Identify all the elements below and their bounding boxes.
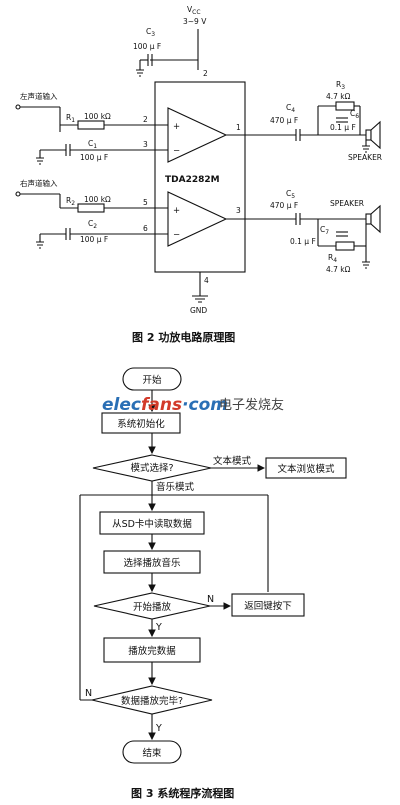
r4-label: R4 (328, 253, 337, 264)
r3-label: R3 (336, 80, 345, 91)
c3-label: C3 (146, 27, 155, 38)
svg-text:开始播放: 开始播放 (133, 601, 172, 613)
c2-label: C2 (88, 219, 97, 230)
right-input-label: 右声道输入 (20, 178, 58, 188)
svg-text:播放完数据: 播放完数据 (128, 645, 176, 657)
figure-2-caption: 图 2 功放电路原理图 (132, 330, 235, 344)
finished-n: N (85, 688, 92, 699)
r2-value: 100 kΩ (84, 195, 111, 204)
c3-value: 100 μ F (133, 42, 161, 51)
gnd-label: GND (190, 306, 207, 315)
svg-text:返回键按下: 返回键按下 (244, 600, 292, 612)
svg-text:−: − (173, 230, 180, 240)
r4-resistor (335, 241, 355, 251)
c7-label: C7 (320, 225, 329, 236)
figure-3-caption: 图 3 系统程序流程图 (131, 786, 234, 800)
speaker-top-icon (370, 120, 381, 150)
op-amp-top (167, 107, 228, 163)
c1-ground (36, 157, 44, 165)
finished-y: Y (155, 723, 162, 734)
pin-2-vcc: 2 (203, 69, 208, 78)
r4-value: 4.7 kΩ (326, 265, 351, 274)
pin-4: 4 (204, 276, 209, 285)
svg-text:+: + (173, 122, 180, 132)
c6-label: C6 (350, 109, 359, 120)
left-input-terminal (15, 104, 21, 110)
c4-label: C4 (286, 103, 295, 114)
c4-value: 470 μ F (270, 116, 298, 125)
flow-text-browse (265, 457, 347, 479)
r2-resistor (77, 203, 105, 213)
chip-name: TDA2282M (165, 175, 220, 185)
c1-label: C1 (88, 139, 97, 150)
right-input-terminal (15, 191, 21, 197)
speaker-bottom-icon (370, 204, 381, 234)
svg-text:+: + (173, 206, 180, 216)
r3-value: 4.7 kΩ (326, 92, 351, 101)
c5-label: C5 (286, 189, 295, 200)
gnd-symbol (192, 295, 208, 303)
elecfans-watermark: elecfans·com 电子发烧友 (102, 395, 284, 415)
svg-text:开始: 开始 (142, 374, 162, 386)
svg-text:从SD卡中读取数据: 从SD卡中读取数据 (112, 518, 192, 530)
pin-6-input: 6 (143, 224, 148, 233)
flow-init (101, 412, 181, 434)
music-mode-label: 音乐模式 (156, 481, 195, 493)
system-flowchart: 开始 elecfans·com 电子发烧友 系统初始化 模式选择? 文本模式 文… (79, 367, 347, 800)
pin-2-input: 2 (143, 115, 148, 124)
flow-return-key (231, 593, 305, 617)
c3-ground (136, 69, 144, 77)
c1-value: 100 μ F (80, 153, 108, 162)
c2-ground (36, 241, 44, 249)
pin-1-output: 1 (236, 123, 241, 132)
r1-label: R1 (66, 113, 75, 124)
svg-text:−: − (173, 146, 180, 156)
vcc-label: VCC (187, 5, 201, 16)
c7-value: 0.1 μ F (290, 237, 316, 246)
speaker-bottom-label: SPEAKER (330, 199, 364, 208)
op-amp-bottom (167, 191, 228, 247)
svg-text:elecfans·com: elecfans·com (102, 395, 228, 415)
svg-text:结束: 结束 (142, 747, 162, 759)
r2-label: R2 (66, 196, 75, 207)
left-input-label: 左声道输入 (20, 91, 58, 101)
r1-resistor (77, 120, 105, 130)
start-play-y: Y (155, 622, 162, 633)
svg-text:选择播放音乐: 选择播放音乐 (123, 557, 181, 569)
pin-5-input: 5 (143, 198, 148, 207)
vcc-range: 3~9 V (183, 17, 207, 26)
start-play-n: N (207, 594, 214, 605)
c5-value: 470 μ F (270, 201, 298, 210)
pin-3-output: 3 (236, 206, 241, 215)
c2-value: 100 μ F (80, 235, 108, 244)
svg-text:文本浏览模式: 文本浏览模式 (277, 463, 335, 475)
text-mode-label: 文本模式 (213, 455, 252, 467)
r1-value: 100 kΩ (84, 112, 111, 121)
c6-value: 0.1 μ F (330, 123, 356, 132)
amplifier-circuit: VCC 3~9 V C3 100 μ F 2 TDA2282M + − + − … (15, 5, 382, 344)
svg-text:系统初始化: 系统初始化 (117, 418, 165, 430)
pin-3-input: 3 (143, 140, 148, 149)
speaker-top-label: SPEAKER (348, 153, 382, 162)
svg-text:电子发烧友: 电子发烧友 (219, 397, 284, 413)
flow-end (122, 740, 182, 764)
svg-text:数据播放完毕?: 数据播放完毕? (121, 695, 183, 707)
svg-text:模式选择?: 模式选择? (130, 462, 173, 474)
